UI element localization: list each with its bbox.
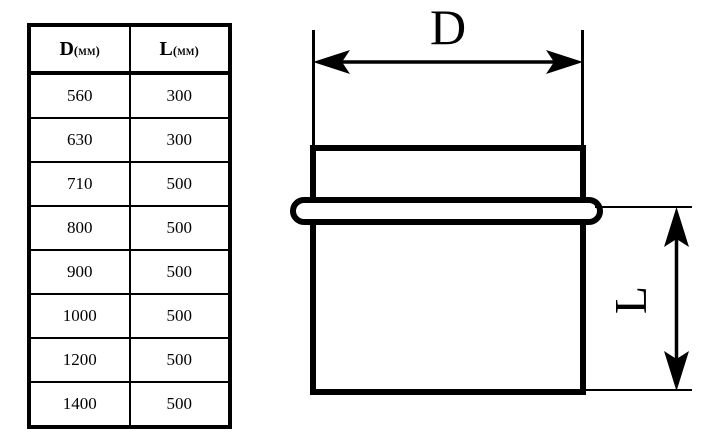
cell-diameter: 900 [28, 249, 131, 295]
cell-diameter: 630 [28, 117, 131, 163]
column-header-diameter: D(мм) [28, 24, 131, 75]
table-row: 630 300 [28, 117, 231, 163]
table-row: 1200 500 [28, 337, 231, 383]
column-header-diameter-unit: (мм) [73, 43, 101, 58]
cell-length: 300 [128, 117, 231, 163]
arrowhead-down-icon [664, 351, 689, 391]
cell-length: 500 [128, 381, 231, 428]
column-header-diameter-symbol: D [59, 37, 74, 60]
pipe-lower-body [310, 207, 586, 395]
arrowhead-right-icon [546, 50, 583, 74]
dimension-spec-table: D(мм) L(мм) 560 300 630 300 710 500 800 [27, 23, 232, 429]
table-body: 560 300 630 300 710 500 800 500 900 500 … [28, 72, 231, 428]
length-dimension-label: L [605, 286, 656, 314]
table-header: D(мм) L(мм) [28, 24, 231, 75]
arrowhead-up-icon [664, 207, 689, 247]
table-header-row: D(мм) L(мм) [28, 24, 231, 75]
cell-diameter: 1000 [28, 293, 131, 339]
diameter-dimension-label: D [430, 0, 466, 55]
pipe-section-drawing: D L [280, 0, 725, 433]
arrowhead-left-icon [313, 50, 350, 74]
cell-diameter: 1400 [28, 381, 131, 428]
table-row: 1400 500 [28, 381, 231, 428]
cell-length: 500 [128, 249, 231, 295]
cell-length: 500 [128, 293, 231, 339]
cell-diameter: 800 [28, 205, 131, 251]
table-row: 900 500 [28, 249, 231, 295]
table-row: 710 500 [28, 161, 231, 207]
column-header-length: L(мм) [128, 24, 231, 75]
cell-diameter: 560 [28, 72, 131, 119]
cell-length: 500 [128, 337, 231, 383]
cell-length: 500 [128, 161, 231, 207]
cell-length: 500 [128, 205, 231, 251]
cell-length: 300 [128, 72, 231, 119]
column-header-length-symbol: L [159, 37, 173, 60]
cell-diameter: 1200 [28, 337, 131, 383]
table-row: 800 500 [28, 205, 231, 251]
cell-diameter: 710 [28, 161, 131, 207]
table-row: 1000 500 [28, 293, 231, 339]
table-row: 560 300 [28, 72, 231, 119]
sealing-bead-ring [290, 197, 603, 225]
column-header-length-unit: (мм) [172, 43, 199, 58]
